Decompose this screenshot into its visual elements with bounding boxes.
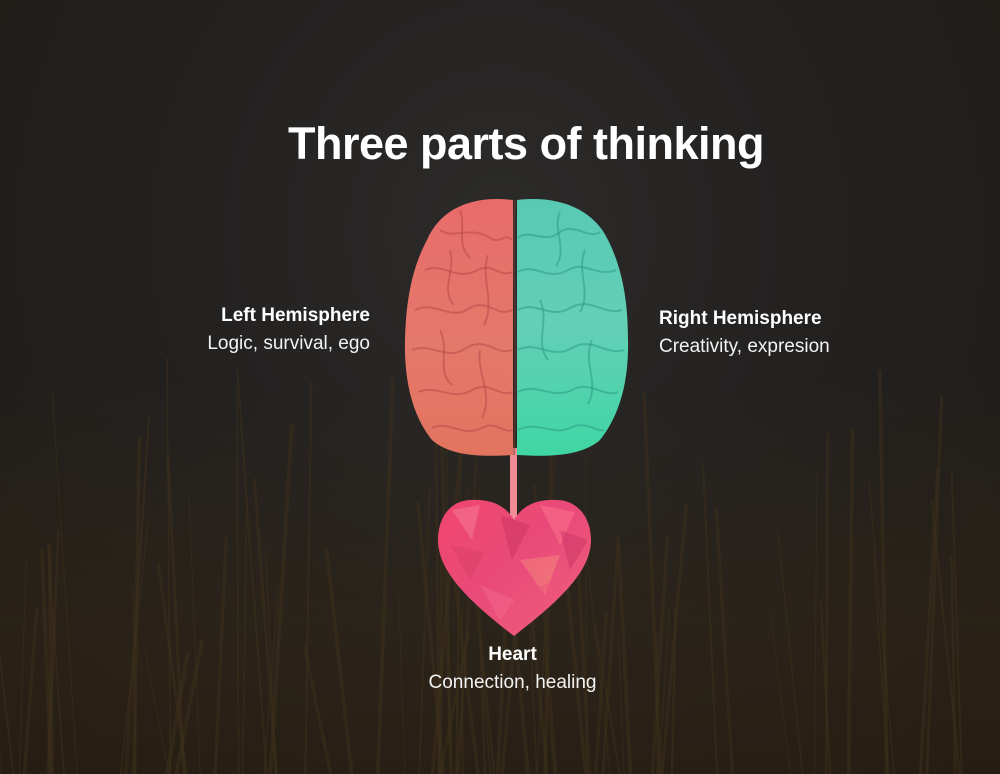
page-title: Three parts of thinking (287, 118, 765, 169)
brain-fissure (513, 199, 517, 456)
brain-heart-connector (510, 448, 517, 520)
heart-shape (438, 499, 591, 636)
grass-blade (418, 488, 431, 774)
grass-blade (375, 377, 395, 774)
grass-blade (22, 607, 39, 774)
grass-blade (437, 540, 444, 774)
grass-blade (950, 471, 963, 774)
grass-blade (660, 504, 688, 774)
grass-blade (397, 586, 406, 774)
right-hemisphere-label: Right Hemisphere Creativity, expresion (659, 305, 830, 361)
grass-blade (846, 428, 855, 774)
grass-blade (174, 638, 205, 774)
grass-blade (585, 455, 588, 774)
grass-blade (824, 430, 829, 774)
left-hemisphere-label: Left Hemisphere Logic, survival, ego (207, 302, 370, 358)
grass-blade (304, 381, 313, 774)
grass-blade (714, 506, 734, 774)
grass-blade (601, 533, 620, 774)
grass-blade (166, 358, 172, 774)
grass-blade (701, 462, 719, 774)
grass-blade (166, 456, 186, 774)
grass-blade (813, 469, 818, 774)
heart-label: Heart Connection, healing (0, 641, 1000, 697)
grass-blade (925, 395, 944, 774)
grass-blade (236, 388, 240, 774)
grass-blade (872, 550, 890, 774)
left-hemisphere-description: Logic, survival, ego (207, 333, 370, 354)
grass-blade (593, 624, 621, 774)
grass-blade (617, 628, 625, 774)
grass-blade (650, 536, 670, 774)
heart-description: Connection, healing (428, 672, 597, 693)
grass-blade (143, 642, 170, 774)
grass-blade (584, 538, 611, 774)
grass-blade (165, 652, 190, 774)
grass-blade (213, 535, 228, 774)
grass-blade (594, 610, 609, 774)
grass-blade (39, 548, 53, 774)
grass-blade (769, 612, 792, 774)
grass-blade (241, 497, 248, 774)
right-hemisphere-heading: Right Hemisphere (659, 308, 822, 329)
grass-blade (777, 530, 804, 774)
right-hemisphere-description: Creativity, expresion (659, 336, 830, 357)
grass-blade (252, 478, 278, 774)
grass-blade (188, 495, 201, 774)
grass-blade (616, 542, 633, 774)
grass-blade (302, 645, 333, 774)
grass-blade (868, 483, 895, 774)
grass-blade (51, 389, 78, 774)
grass-blade (642, 393, 663, 774)
grass-blade (132, 436, 142, 774)
left-hemisphere-heading: Left Hemisphere (221, 305, 370, 326)
grass-blade (236, 367, 268, 774)
grass-blade (950, 556, 957, 774)
grass-blade (0, 650, 15, 774)
grass-blade (542, 646, 556, 774)
grass-blade (324, 548, 354, 774)
heart-heading: Heart (488, 644, 537, 665)
grass-blade (430, 452, 462, 774)
left-hemisphere-shape (404, 199, 513, 456)
grass-blade (460, 606, 464, 774)
grass-blade (877, 369, 889, 774)
grass-blade (658, 607, 671, 774)
grass-blade (18, 561, 27, 774)
grass-blade (438, 631, 470, 774)
right-hemisphere-shape (517, 199, 629, 456)
grass-blade (918, 468, 940, 774)
